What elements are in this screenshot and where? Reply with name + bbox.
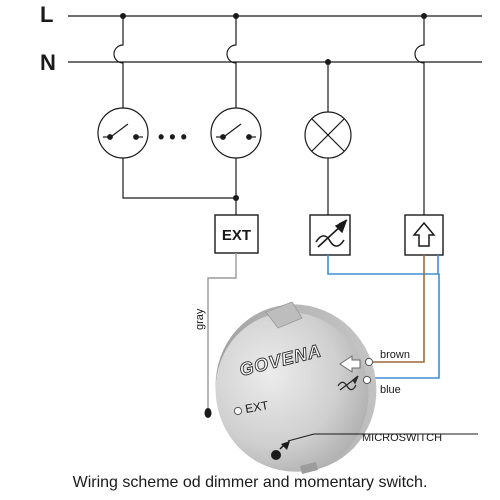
switch1-feed-wire [113, 16, 124, 108]
button-feed-wire [414, 16, 425, 215]
lamp-symbol [304, 111, 352, 159]
ext-terminal [233, 406, 243, 416]
dimmer-symbol-box [309, 214, 351, 256]
diagram-caption: Wiring scheme od dimmer and momentary sw… [72, 474, 428, 491]
microswitch-arrowhead [281, 441, 290, 450]
junction-dot [421, 13, 427, 19]
momentary-switch-1 [97, 107, 149, 159]
brown-terminal [364, 357, 374, 367]
microswitch-leader-line [287, 433, 478, 442]
brown-wire-label: brown [380, 349, 410, 361]
ext-box-label: EXT [222, 227, 251, 244]
switch1-output-wire [122, 158, 236, 199]
ext-input-box: EXT [214, 214, 259, 254]
more-switches-ellipsis: • • • [158, 127, 187, 147]
neutral-line-label: N [40, 50, 56, 75]
junction-dot [233, 13, 239, 19]
dimmer-device: GOVENA EXT [215, 301, 377, 474]
switch2-feed-wire [226, 16, 237, 108]
junction-dot [120, 13, 126, 19]
brown-wire [372, 255, 425, 363]
ext-terminal-label: EXT [244, 398, 270, 416]
blue-wire-dimmer [327, 255, 440, 379]
blue-terminal [362, 375, 372, 385]
junction-dot [325, 59, 331, 65]
gray-wire-terminal [204, 408, 212, 418]
blue-wire-label: blue [380, 384, 401, 396]
microswitch-label: MICROSWITCH [362, 432, 442, 444]
dimmer-icon [337, 375, 359, 391]
gray-wire-label: gray [194, 308, 206, 330]
push-button-icon [339, 355, 361, 373]
momentary-switch-2 [210, 107, 262, 159]
push-button-symbol-box [404, 214, 444, 256]
junction-dot [233, 195, 239, 201]
gray-wire [207, 253, 237, 410]
live-line-label: L [40, 2, 53, 27]
microswitch-button [271, 450, 281, 460]
